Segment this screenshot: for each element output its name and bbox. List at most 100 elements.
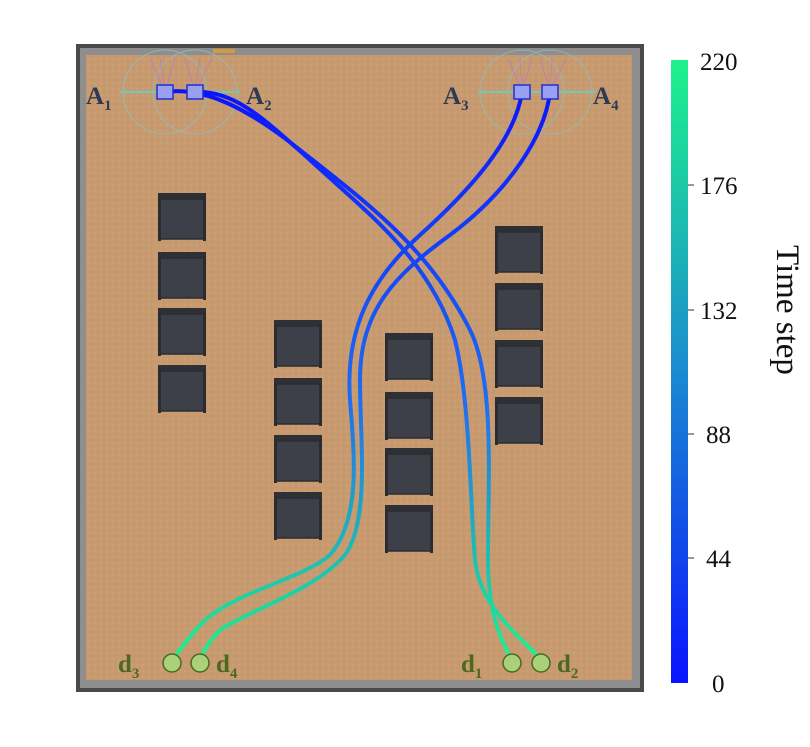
trajectory-a2 bbox=[193, 89, 543, 662]
chair-leg bbox=[158, 197, 161, 241]
chair-leg bbox=[540, 401, 543, 445]
agent-a1-marker bbox=[156, 84, 174, 100]
trajectory-a1 bbox=[163, 89, 514, 662]
goal-label-d2: d2 bbox=[557, 651, 578, 682]
goals bbox=[162, 653, 551, 673]
chair-leg bbox=[274, 496, 277, 540]
goal-label-d1: d1 bbox=[461, 651, 482, 682]
chairs bbox=[158, 193, 543, 553]
chair-back bbox=[495, 226, 543, 234]
chair-leg bbox=[495, 344, 498, 388]
chair bbox=[274, 435, 322, 483]
chair-back bbox=[385, 448, 433, 456]
agent-a2-marker bbox=[186, 84, 204, 100]
chair bbox=[158, 308, 206, 356]
chair bbox=[495, 340, 543, 388]
goal-d2-marker bbox=[531, 653, 551, 673]
chair-leg bbox=[158, 312, 161, 356]
chair-back bbox=[274, 378, 322, 386]
chair bbox=[274, 492, 322, 540]
trajectory-a4 bbox=[198, 90, 552, 662]
chair-leg bbox=[540, 230, 543, 274]
chair bbox=[158, 252, 206, 300]
chair-seat bbox=[159, 198, 205, 240]
colorbar: 220 176 132 88 44 0 Time step bbox=[671, 49, 805, 698]
chair-leg bbox=[274, 324, 277, 368]
colorbar-tick-label-176: 176 bbox=[700, 173, 738, 200]
chair-seat bbox=[159, 257, 205, 299]
goal-d1-marker bbox=[502, 653, 522, 673]
colorbar-title: Time step bbox=[769, 245, 805, 375]
chair bbox=[495, 226, 543, 274]
colorbar-tick-label-44: 44 bbox=[706, 546, 732, 573]
chair-leg bbox=[203, 256, 206, 300]
agent-a4-marker bbox=[541, 84, 559, 100]
chair-leg bbox=[274, 382, 277, 426]
chair-back bbox=[495, 340, 543, 348]
chair-seat bbox=[386, 397, 432, 439]
chair-back bbox=[495, 283, 543, 291]
chair-leg bbox=[274, 439, 277, 483]
goal-d4-marker bbox=[190, 653, 210, 673]
chair-leg bbox=[385, 509, 388, 553]
colorbar-tick-label-132: 132 bbox=[700, 298, 738, 325]
chair-seat bbox=[496, 288, 542, 330]
chair-back bbox=[158, 252, 206, 260]
chair-leg bbox=[540, 344, 543, 388]
chair-back bbox=[385, 392, 433, 400]
trajectories bbox=[163, 89, 552, 662]
chair bbox=[385, 392, 433, 440]
chair-leg bbox=[430, 452, 433, 496]
chair bbox=[274, 378, 322, 426]
chair-seat bbox=[275, 383, 321, 425]
colorbar-ticks bbox=[688, 184, 694, 559]
chair-seat bbox=[386, 338, 432, 380]
chair-seat bbox=[159, 313, 205, 355]
chair-back bbox=[274, 435, 322, 443]
chair-back bbox=[385, 333, 433, 341]
chair-seat bbox=[496, 231, 542, 273]
chair-leg bbox=[158, 256, 161, 300]
chair-leg bbox=[158, 369, 161, 413]
chair-back bbox=[274, 492, 322, 500]
chair-back bbox=[158, 308, 206, 316]
chair-leg bbox=[319, 324, 322, 368]
chair bbox=[495, 397, 543, 445]
chair-seat bbox=[275, 497, 321, 539]
agent-label-a1: A1 bbox=[86, 83, 112, 114]
agents bbox=[156, 84, 559, 100]
chair-seat bbox=[386, 510, 432, 552]
chair-back bbox=[158, 365, 206, 373]
chair-back bbox=[385, 505, 433, 513]
chair-seat bbox=[159, 370, 205, 412]
colorbar-tick-label-88: 88 bbox=[706, 422, 731, 449]
chair-leg bbox=[203, 312, 206, 356]
agent-label-a2: A2 bbox=[246, 83, 272, 114]
chair-leg bbox=[495, 230, 498, 274]
goal-label-d3: d3 bbox=[118, 651, 139, 682]
chair-back bbox=[158, 193, 206, 201]
chair-leg bbox=[540, 287, 543, 331]
chair-seat bbox=[275, 440, 321, 482]
chair bbox=[385, 448, 433, 496]
chair-leg bbox=[203, 369, 206, 413]
chair-seat bbox=[496, 402, 542, 444]
agent-a3-marker bbox=[513, 84, 531, 100]
chair-leg bbox=[430, 509, 433, 553]
chair bbox=[385, 333, 433, 381]
chair-leg bbox=[319, 382, 322, 426]
chair-seat bbox=[275, 325, 321, 367]
colorbar-gradient bbox=[671, 60, 688, 683]
chair-leg bbox=[319, 439, 322, 483]
agent-label-a4: A4 bbox=[593, 83, 619, 114]
colorbar-tick-label-220: 220 bbox=[700, 49, 738, 76]
chair-leg bbox=[319, 496, 322, 540]
chair-back bbox=[495, 397, 543, 405]
colorbar-tick-label-0: 0 bbox=[712, 671, 725, 698]
chair bbox=[274, 320, 322, 368]
chair bbox=[158, 365, 206, 413]
chair-leg bbox=[385, 452, 388, 496]
chair-leg bbox=[203, 197, 206, 241]
chair bbox=[385, 505, 433, 553]
